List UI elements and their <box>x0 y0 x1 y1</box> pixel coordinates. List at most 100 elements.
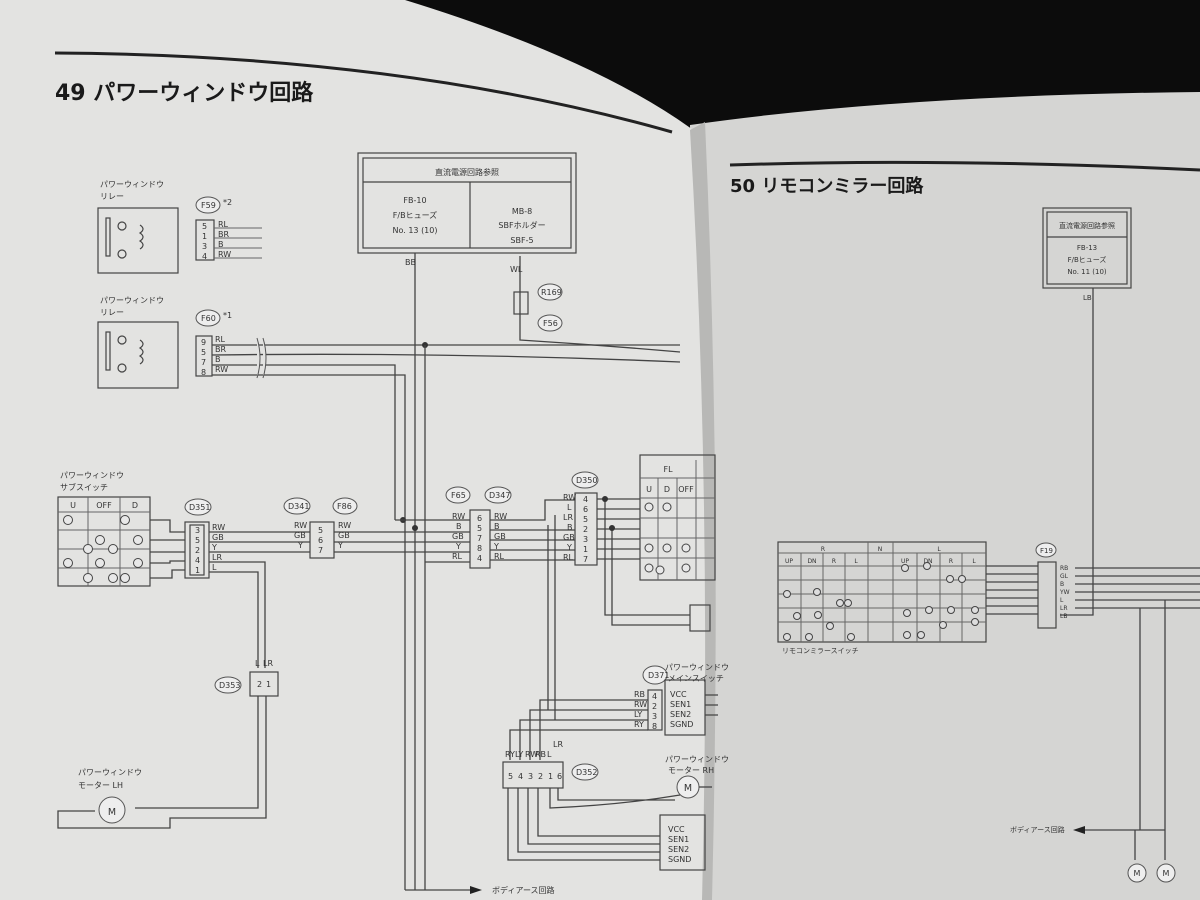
svg-text:パワーウィンドウ: パワーウィンドウ <box>60 471 124 480</box>
svg-text:YW: YW <box>1059 589 1070 596</box>
svg-text:5: 5 <box>508 772 513 781</box>
svg-text:F/Bヒューズ: F/Bヒューズ <box>393 210 437 220</box>
mirror-switch: R N L UP DN R L UP DN R L リモコンミラースイッチ <box>777 541 1038 655</box>
main-switch-d371: D371 パワーウィンドウ メインスイッチ 4 2 3 8 RB RW LY R… <box>509 663 729 760</box>
svg-text:SEN1: SEN1 <box>668 835 689 844</box>
svg-text:R: R <box>821 546 825 553</box>
svg-text:BR: BR <box>218 230 229 239</box>
svg-text:B: B <box>567 523 573 532</box>
svg-text:M: M <box>1163 869 1170 878</box>
svg-text:D350: D350 <box>576 476 597 485</box>
svg-text:F65: F65 <box>451 491 466 500</box>
svg-text:リレー: リレー <box>100 192 124 201</box>
svg-text:LR: LR <box>553 740 563 749</box>
motor-rh: パワーウィンドウ モーター RH M <box>665 755 729 799</box>
svg-text:B: B <box>218 240 224 249</box>
svg-text:OFF: OFF <box>678 485 694 494</box>
svg-text:Y: Y <box>297 541 303 550</box>
svg-text:LY: LY <box>515 750 523 759</box>
svg-text:GL: GL <box>1060 573 1069 580</box>
svg-text:2: 2 <box>583 525 588 534</box>
svg-text:モーター LH: モーター LH <box>78 781 123 790</box>
svg-text:B: B <box>1060 581 1064 588</box>
svg-text:LR: LR <box>263 659 273 668</box>
svg-text:VCC: VCC <box>668 825 685 834</box>
svg-text:RW: RW <box>494 512 507 521</box>
svg-text:OFF: OFF <box>96 501 112 510</box>
svg-text:2: 2 <box>195 546 200 555</box>
svg-text:GB: GB <box>494 532 506 541</box>
svg-text:RL: RL <box>494 552 505 561</box>
fuse-box-reference-right: 直流電源回路参照 FB-13 F/Bヒューズ No. 11 (10) LB <box>1042 207 1132 616</box>
svg-text:R169: R169 <box>541 288 562 297</box>
svg-text:モーター RH: モーター RH <box>668 766 714 775</box>
svg-text:L: L <box>937 546 941 553</box>
svg-text:6: 6 <box>318 536 323 545</box>
svg-text:パワーウィンドウ: パワーウィンドウ <box>665 663 729 672</box>
svg-text:No. 13 (10): No. 13 (10) <box>393 226 438 235</box>
svg-text:U: U <box>646 485 652 494</box>
svg-text:ボディアース回路: ボディアース回路 <box>492 885 555 895</box>
svg-text:3: 3 <box>583 535 588 544</box>
svg-text:M: M <box>108 807 116 818</box>
svg-text:SEN1: SEN1 <box>670 700 691 709</box>
svg-text:RL: RL <box>218 220 229 229</box>
page-title-50: 50 リモコンミラー回路 <box>730 175 924 197</box>
sub-switch: パワーウィンドウ サブスイッチ U OFF D <box>57 471 185 587</box>
svg-text:*1: *1 <box>223 311 232 320</box>
main-switch-table: FL U D OFF <box>639 454 716 581</box>
svg-text:SGND: SGND <box>670 720 693 729</box>
svg-text:BR: BR <box>215 345 226 354</box>
svg-text:1: 1 <box>195 566 200 575</box>
svg-text:7: 7 <box>318 546 323 555</box>
svg-text:Y: Y <box>566 543 572 552</box>
svg-text:D371: D371 <box>648 671 669 680</box>
svg-text:4: 4 <box>195 556 200 565</box>
svg-text:2: 2 <box>538 772 543 781</box>
svg-text:RW: RW <box>563 493 576 502</box>
relay-f59: パワーウィンドウ リレー F59 *2 5 1 3 4 RL BR B RW <box>97 180 262 274</box>
svg-text:F86: F86 <box>337 502 352 511</box>
svg-text:F60: F60 <box>201 314 216 323</box>
svg-text:5: 5 <box>201 348 206 357</box>
svg-text:1: 1 <box>548 772 553 781</box>
svg-text:GB: GB <box>563 533 575 542</box>
svg-text:5: 5 <box>195 536 200 545</box>
svg-text:SBFホルダー: SBFホルダー <box>498 220 545 230</box>
body-earth-left: ボディアース回路 <box>405 885 555 895</box>
svg-text:No. 11 (10): No. 11 (10) <box>1067 268 1107 276</box>
svg-text:4: 4 <box>652 692 657 701</box>
svg-text:M: M <box>684 783 692 794</box>
svg-text:B: B <box>456 522 462 531</box>
svg-text:D: D <box>132 501 138 510</box>
svg-text:F56: F56 <box>543 319 558 328</box>
svg-text:パワーウィンドウ: パワーウィンドウ <box>665 755 729 764</box>
svg-text:8: 8 <box>477 544 482 553</box>
svg-text:L: L <box>854 558 858 565</box>
svg-text:9: 9 <box>201 338 206 347</box>
svg-text:5: 5 <box>202 222 207 231</box>
svg-text:7: 7 <box>477 534 482 543</box>
svg-text:3: 3 <box>528 772 533 781</box>
svg-text:L: L <box>972 558 976 565</box>
svg-text:RW: RW <box>212 523 225 532</box>
svg-text:L: L <box>255 659 260 668</box>
header-rule-left <box>54 51 673 134</box>
svg-text:B: B <box>215 355 221 364</box>
svg-text:3: 3 <box>195 526 200 535</box>
svg-text:RB: RB <box>634 690 645 699</box>
svg-text:5: 5 <box>583 515 588 524</box>
svg-text:6: 6 <box>557 772 562 781</box>
svg-text:5: 5 <box>477 524 482 533</box>
svg-text:Y: Y <box>493 542 499 551</box>
connector-d352: D352 5 4 3 2 1 6 RY LY RW RB L LR <box>502 740 681 861</box>
svg-text:F/Bヒューズ: F/Bヒューズ <box>1068 255 1107 264</box>
motor-lh: パワーウィンドウ モーター LH M <box>57 696 267 829</box>
connector-f19: F19 RB GL B YW L LR LB <box>1035 542 1200 830</box>
svg-text:8: 8 <box>652 722 657 731</box>
svg-text:LB: LB <box>1060 613 1067 620</box>
svg-text:1: 1 <box>202 232 207 241</box>
svg-text:リモコンミラースイッチ: リモコンミラースイッチ <box>782 647 859 655</box>
svg-text:8: 8 <box>201 368 206 377</box>
svg-text:DN: DN <box>807 558 816 565</box>
